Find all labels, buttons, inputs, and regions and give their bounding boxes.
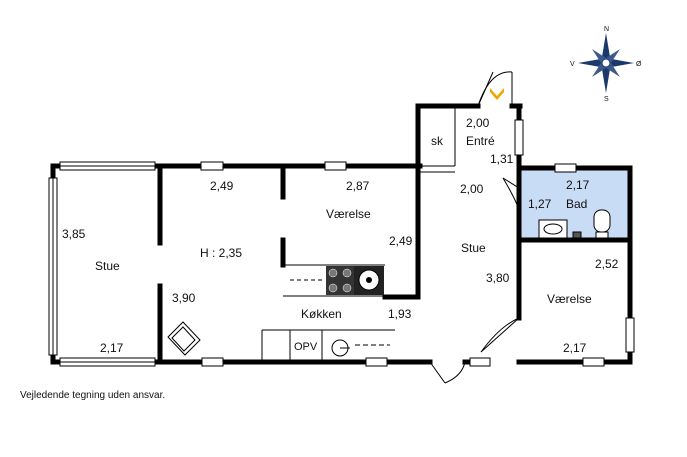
room-skab: sk bbox=[431, 134, 444, 148]
dim-16: 2,17 bbox=[563, 341, 587, 355]
disclaimer-text: Vejledende tegning uden ansvar. bbox=[20, 390, 166, 401]
thin-lines bbox=[261, 106, 456, 360]
entry-arrow-icon bbox=[490, 88, 504, 100]
compass-n: N bbox=[604, 26, 609, 33]
armchair-icon bbox=[167, 321, 201, 356]
room-vaerelse-top: Værelse bbox=[326, 207, 371, 221]
dim-15: 2,52 bbox=[595, 257, 619, 271]
compass-o: Ø bbox=[636, 61, 642, 68]
kitchen-sink-icon bbox=[331, 339, 390, 357]
dim-11: 2,00 bbox=[460, 182, 484, 196]
dim-2: 2,17 bbox=[100, 341, 124, 355]
dim-9: 2,00 bbox=[466, 116, 490, 130]
dim-8: 1,93 bbox=[388, 307, 412, 321]
dim-6: 2,87 bbox=[346, 179, 370, 193]
room-stue-right: Stue bbox=[461, 241, 486, 255]
room-koekken: Køkken bbox=[301, 307, 342, 321]
bath-fixtures bbox=[538, 209, 611, 239]
fixture-opv: OPV bbox=[294, 341, 318, 353]
compass-v: V bbox=[570, 61, 575, 68]
dim-13: 2,17 bbox=[566, 178, 590, 192]
fan-icon bbox=[354, 266, 384, 295]
room-vaerelse-right: Værelse bbox=[547, 292, 592, 306]
room-stue-left: Stue bbox=[95, 259, 120, 273]
windows bbox=[48, 119, 635, 367]
room-bad: Bad bbox=[566, 197, 587, 211]
compass-icon: N S V Ø bbox=[570, 26, 642, 103]
dim-4: H : 2,35 bbox=[200, 246, 242, 260]
dim-12: 3,80 bbox=[486, 271, 510, 285]
doors bbox=[429, 71, 520, 384]
room-entre: Entré bbox=[466, 134, 495, 148]
stove-icon bbox=[326, 266, 354, 295]
dim-5: 3,90 bbox=[172, 291, 196, 305]
dim-3: 2,49 bbox=[210, 179, 234, 193]
dim-14: 1,27 bbox=[528, 197, 552, 211]
dim-10: 1,31 bbox=[490, 152, 514, 166]
dim-7: 2,49 bbox=[389, 234, 413, 248]
dim-1: 3,85 bbox=[62, 227, 86, 241]
compass-s: S bbox=[604, 96, 609, 103]
